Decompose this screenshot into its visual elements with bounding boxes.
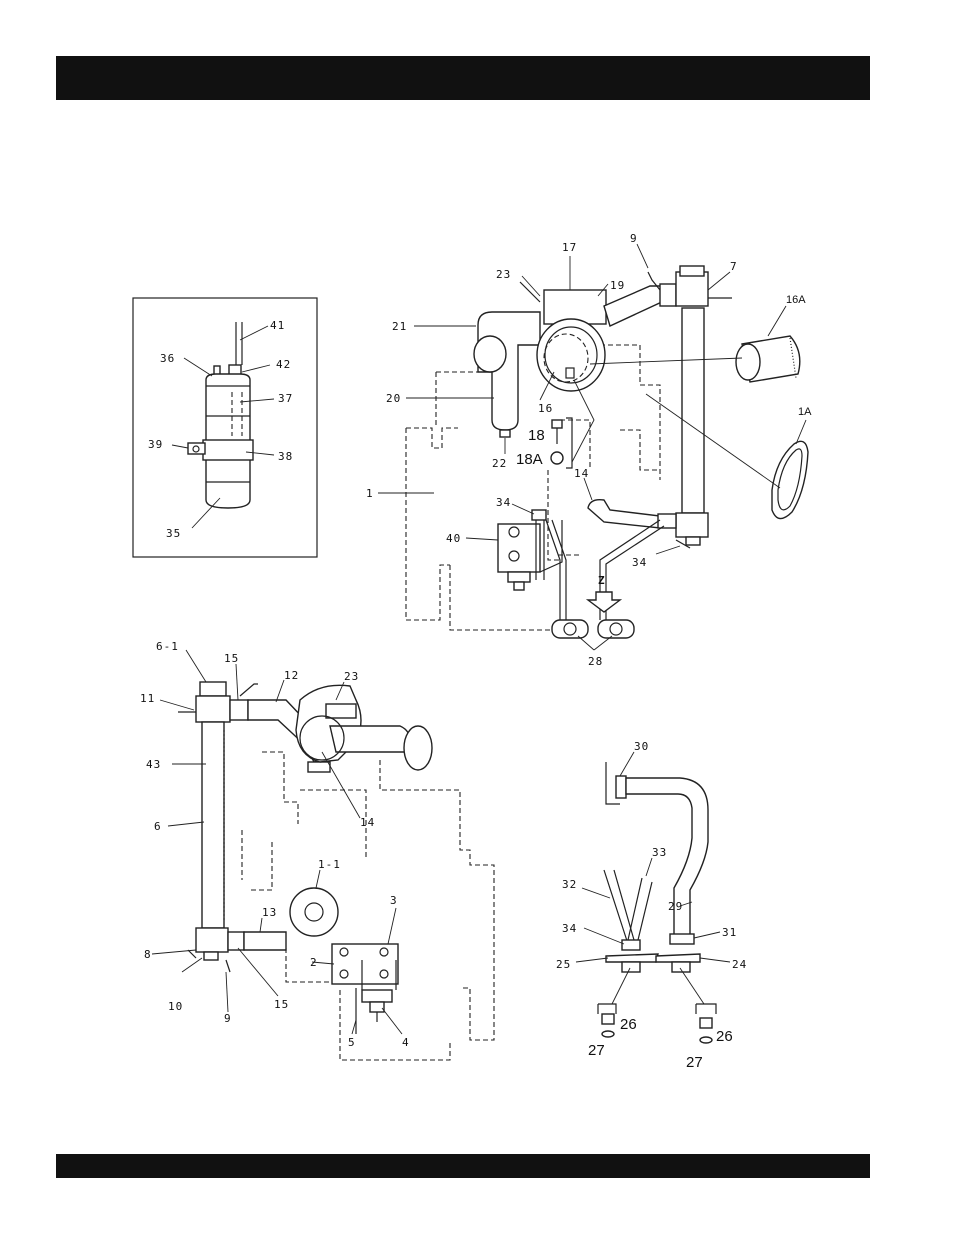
callout-24: 24 [732,958,747,971]
callout-3: 3 [390,894,398,907]
callout-6-1: 6-1 [156,640,179,653]
callout-22: 22 [492,457,507,470]
callout-31: 31 [722,926,737,939]
callout-19: 19 [610,279,625,292]
callout-28: 28 [588,655,603,668]
callout-30: 30 [634,740,649,753]
callout-8: 8 [144,948,152,961]
callout-21: 21 [392,320,407,333]
callout-Z: Z [598,574,606,587]
callout-35: 35 [166,527,181,540]
callout-14-mid: 14 [360,816,375,829]
callout-29: 29 [668,900,683,913]
callout-12: 12 [284,669,299,682]
callout-38: 38 [278,450,293,463]
callout-13: 13 [262,906,277,919]
callout-18: 18 [528,427,545,444]
callout-9-mid: 9 [224,1012,232,1025]
callout-34-right: 34 [562,922,577,935]
callout-26-left: 26 [620,1016,637,1033]
callout-25: 25 [556,958,571,971]
callout-16A: 16A [786,294,806,306]
callout-34: 34 [496,496,511,509]
callout-41: 41 [270,319,285,332]
inset-filter-view [133,298,317,557]
callout-1A: 1A [798,406,812,418]
callout-20: 20 [386,392,401,405]
callout-23: 23 [496,268,511,281]
radiator-pipe [682,308,704,513]
callout-14: 14 [574,467,589,480]
callout-1-1: 1-1 [318,858,341,871]
callout-10: 10 [168,1000,183,1013]
callout-26-right: 26 [716,1028,733,1045]
callout-11: 11 [140,692,155,705]
callout-42: 42 [276,358,291,371]
callout-36: 36 [160,352,175,365]
callout-43: 43 [146,758,161,771]
callout-23-mid: 23 [344,670,359,683]
callout-2: 2 [310,956,318,969]
callout-32: 32 [562,878,577,891]
air-cleaner-assembly [378,244,808,650]
callout-18A: 18A [516,451,543,468]
callout-17: 17 [562,241,577,254]
callout-16: 16 [538,402,553,415]
callout-40: 40 [446,532,461,545]
callout-15-lower: 15 [274,998,289,1011]
callout-27-left: 27 [588,1042,605,1059]
callout-15: 15 [224,652,239,665]
callout-9: 9 [630,232,638,245]
callout-1: 1 [366,487,374,500]
callout-37: 37 [278,392,293,405]
callout-34-lower: 34 [632,556,647,569]
callout-27-right: 27 [686,1054,703,1071]
callout-33: 33 [652,846,667,859]
callout-7: 7 [730,260,738,273]
callout-4: 4 [402,1036,410,1049]
drain-hose-assembly [576,752,730,1043]
callout-5: 5 [348,1036,356,1049]
callout-6: 6 [154,820,162,833]
footer-bar [56,1154,870,1178]
callout-39: 39 [148,438,163,451]
filter-clamp [203,440,253,460]
radiator-hose-assembly [152,650,494,1060]
